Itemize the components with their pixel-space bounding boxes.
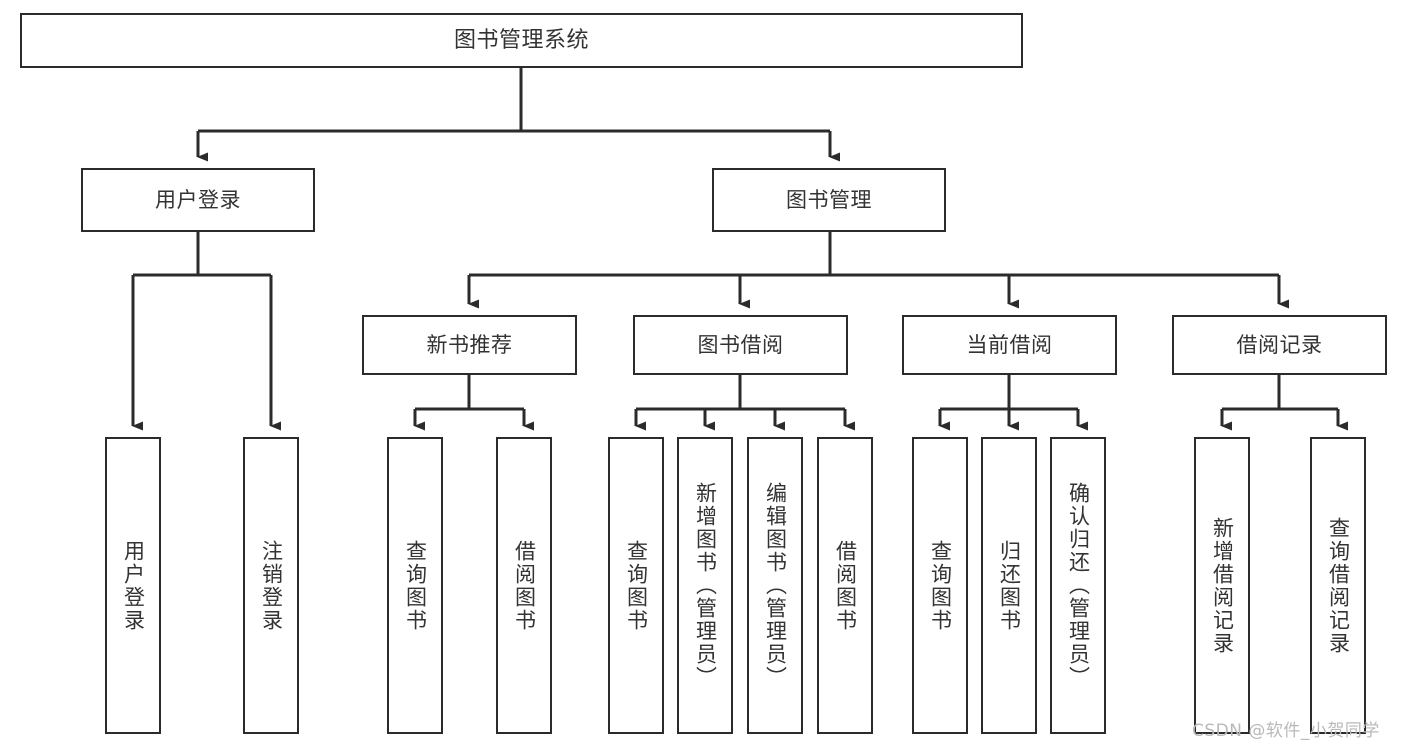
node-label: 借阅图书 [512, 539, 537, 632]
leaf-confirm-return-admin[interactable]: 确认归还（管理员） [1050, 437, 1106, 734]
node-new-book-recommend[interactable]: 新书推荐 [362, 315, 577, 375]
node-borrow-record[interactable]: 借阅记录 [1172, 315, 1387, 375]
leaf-return-book[interactable]: 归还图书 [981, 437, 1037, 734]
leaf-query-book-current[interactable]: 查询图书 [912, 437, 968, 734]
leaf-edit-book-admin[interactable]: 编辑图书（管理员） [747, 437, 803, 734]
leaf-query-borrow-record[interactable]: 查询借阅记录 [1310, 437, 1366, 734]
node-label: 当前借阅 [966, 332, 1053, 357]
node-label: 编辑图书（管理员） [763, 482, 788, 689]
leaf-borrow-book-recommend[interactable]: 借阅图书 [496, 437, 552, 734]
node-label: 借阅图书 [833, 539, 858, 632]
node-label: 查询借阅记录 [1326, 516, 1351, 655]
node-label: 归还图书 [997, 539, 1022, 632]
node-user-login[interactable]: 用户登录 [81, 168, 315, 232]
leaf-add-borrow-record[interactable]: 新增借阅记录 [1194, 437, 1250, 734]
node-label: 注销登录 [259, 539, 284, 632]
leaf-query-book-borrow[interactable]: 查询图书 [608, 437, 664, 734]
leaf-borrow-book[interactable]: 借阅图书 [817, 437, 873, 734]
node-label: 图书管理系统 [453, 27, 589, 53]
node-label: 借阅记录 [1236, 332, 1323, 357]
node-book-borrow[interactable]: 图书借阅 [633, 315, 848, 375]
node-label: 图书管理 [786, 187, 872, 212]
leaf-user-login[interactable]: 用户登录 [105, 437, 161, 734]
node-label: 新增图书（管理员） [693, 482, 718, 689]
node-label: 图书借阅 [697, 332, 784, 357]
node-label: 查询图书 [928, 539, 953, 632]
leaf-query-book-recommend[interactable]: 查询图书 [387, 437, 443, 734]
node-label: 用户登录 [155, 187, 241, 212]
node-book-management[interactable]: 图书管理 [712, 168, 946, 232]
leaf-logout-login[interactable]: 注销登录 [243, 437, 299, 734]
node-label: 新书推荐 [426, 332, 513, 357]
node-label: 新增借阅记录 [1210, 516, 1235, 655]
node-root-book-management-system[interactable]: 图书管理系统 [20, 13, 1023, 68]
node-current-borrow[interactable]: 当前借阅 [902, 315, 1117, 375]
node-label: 确认归还（管理员） [1066, 482, 1091, 689]
node-label: 查询图书 [403, 539, 428, 632]
node-label: 用户登录 [121, 539, 146, 632]
node-label: 查询图书 [624, 539, 649, 632]
leaf-add-book-admin[interactable]: 新增图书（管理员） [677, 437, 733, 734]
